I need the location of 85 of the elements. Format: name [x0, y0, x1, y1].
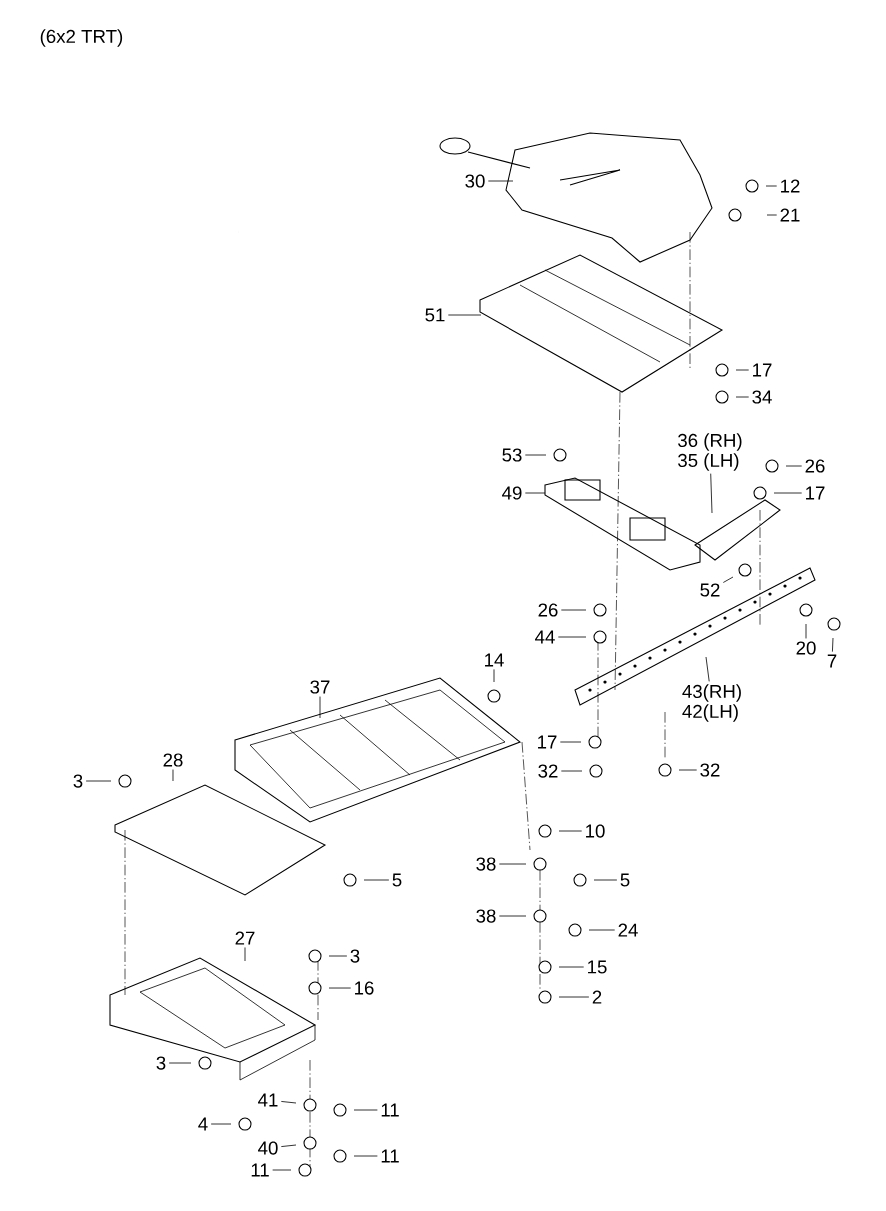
callout-number: 3: [350, 949, 360, 963]
callout-number: 17: [538, 735, 557, 749]
callout-number: 20: [796, 641, 816, 655]
callout-number: 17: [806, 486, 825, 500]
leader-line: [280, 1144, 297, 1147]
leader-line: [210, 1123, 232, 1125]
leader-line: [773, 492, 803, 494]
leader-line: [832, 637, 834, 653]
callout-number: 7: [827, 654, 837, 668]
leader-line: [487, 180, 514, 182]
callout-number: 11: [381, 1103, 399, 1117]
callout-number: 24: [618, 923, 638, 937]
callout-number: 28: [163, 753, 183, 767]
leader-line: [85, 780, 112, 782]
leader-line: [558, 966, 585, 968]
callout-number: 44: [535, 630, 555, 644]
leader-line: [735, 369, 750, 371]
callout-number: 34: [752, 390, 772, 404]
leader-line: [678, 769, 698, 771]
callout-number: 53: [502, 448, 522, 462]
callout-number: 4: [198, 1117, 208, 1131]
leader-line: [498, 863, 527, 865]
leader-line: [328, 987, 352, 989]
callout-number: 30: [465, 174, 485, 188]
leader-line: [328, 955, 348, 957]
callout-number: 5: [392, 873, 402, 887]
callout-number: 27: [235, 931, 255, 945]
leader-line: [559, 741, 582, 743]
leader-line: [498, 915, 527, 917]
callout-number: 41: [258, 1093, 278, 1107]
leader-line: [244, 947, 246, 962]
leader-line: [363, 879, 390, 881]
leader-line: [272, 1169, 292, 1171]
callout-number: 12: [781, 179, 800, 193]
callout-number: 26: [538, 603, 558, 617]
leader-line: [766, 214, 778, 216]
leader-line: [785, 465, 803, 467]
leader-line: [353, 1109, 378, 1111]
callout-number: 11: [381, 1149, 399, 1163]
callout-number: 26: [805, 459, 825, 473]
leader-line: [353, 1155, 378, 1157]
callout-number: 38: [476, 909, 496, 923]
leader-line: [588, 929, 616, 931]
leader-line: [735, 396, 750, 398]
callout-number: 5: [620, 873, 630, 887]
callout-number: 49: [502, 486, 522, 500]
leader-line: [722, 576, 734, 583]
callout-number: 14: [485, 653, 504, 667]
callout-number: 17: [753, 363, 772, 377]
leader-line: [558, 996, 590, 998]
callout-number: 37: [310, 680, 330, 694]
leader-line: [710, 473, 713, 514]
leader-line: [172, 769, 174, 782]
callout-number: 2: [592, 990, 602, 1004]
leader-line: [280, 1101, 297, 1104]
title: (6x2 TRT): [40, 29, 123, 47]
callout-number: 3: [73, 774, 83, 788]
callout-number: 15: [588, 960, 607, 974]
leader-line: [805, 623, 807, 639]
callout-number: 36 (RH) 35 (LH): [678, 433, 742, 471]
callout-number: 11: [251, 1163, 269, 1177]
leader-line: [524, 492, 546, 494]
callout-number: 40: [258, 1141, 278, 1155]
leader-line: [705, 656, 710, 682]
callout-number: 32: [700, 763, 720, 777]
leader-line: [593, 879, 618, 881]
leader-line: [765, 185, 778, 187]
leader-line: [560, 609, 587, 611]
callout-number: 32: [538, 764, 558, 778]
callout-number: 52: [700, 583, 720, 597]
callout-number: 10: [586, 824, 605, 838]
leader-line: [557, 636, 587, 638]
callout-number: 38: [476, 857, 496, 871]
leader-line: [493, 668, 495, 683]
leader-line: [319, 696, 321, 719]
callout-number: 16: [355, 981, 374, 995]
leader-line: [447, 314, 482, 316]
callout-number: 51: [425, 308, 445, 322]
callout-number: 43(RH) 42(LH): [682, 684, 741, 722]
leader-line: [168, 1062, 192, 1064]
leader-line: [524, 454, 547, 456]
callout-number: 21: [780, 208, 800, 222]
callout-number: 3: [156, 1056, 166, 1070]
leader-line: [558, 830, 583, 832]
leader-line: [560, 770, 583, 772]
